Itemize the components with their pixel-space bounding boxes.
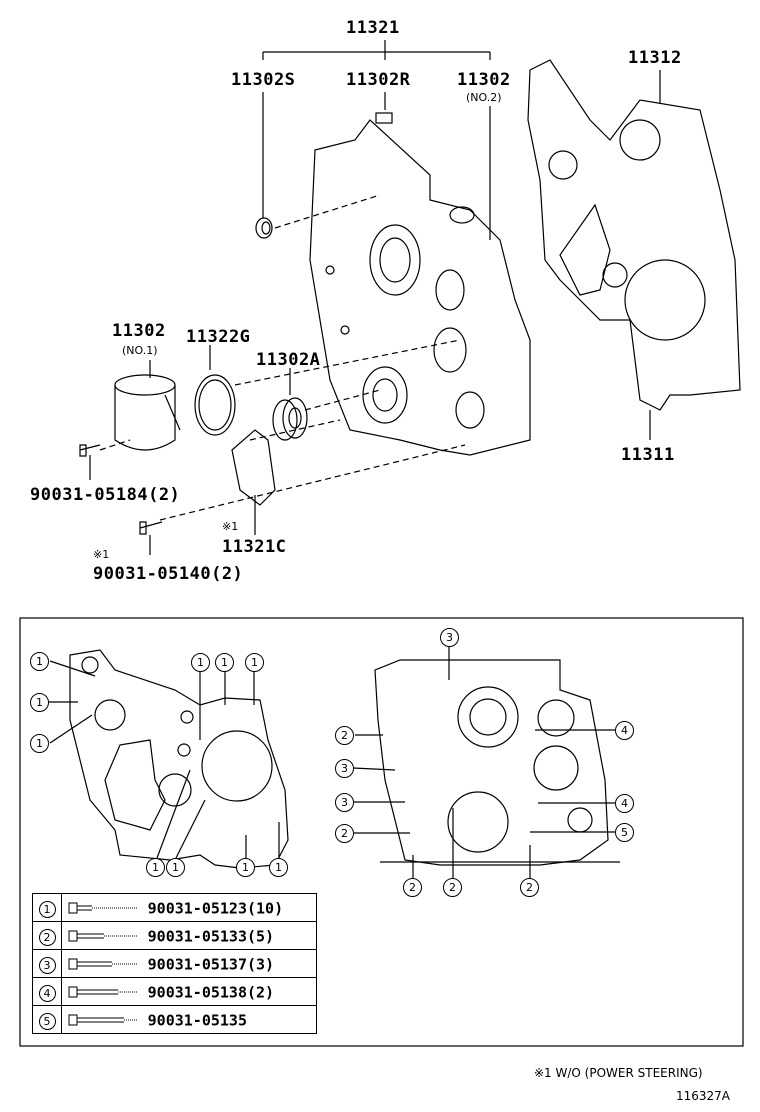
- bolt-icon: [68, 958, 138, 970]
- label-11302a: 11302A: [256, 350, 321, 370]
- callout-1: 1: [30, 693, 49, 712]
- legend-key: 4: [38, 984, 56, 1002]
- oil-seal-drawing: [272, 397, 308, 441]
- gasket-drawing: [527, 59, 741, 411]
- case-no1-drawing: [114, 374, 181, 451]
- label-11302s: 11302S: [231, 70, 296, 90]
- callout-1: 1: [191, 653, 210, 672]
- legend-key: 3: [38, 956, 56, 974]
- label-11302-no2: 11302: [457, 70, 511, 90]
- callout-4: 4: [615, 794, 634, 813]
- bolt-drawings: [79, 444, 163, 535]
- legend-part-number: 90031-05137(3): [147, 955, 275, 974]
- label-11322g: 11322G: [186, 327, 251, 347]
- callout-4: 4: [615, 721, 634, 740]
- callout-1: 1: [245, 653, 264, 672]
- callout-3: 3: [335, 759, 354, 778]
- callout-2: 2: [403, 878, 422, 897]
- callout-1: 1: [269, 858, 288, 877]
- o-ring-drawing: [194, 374, 236, 436]
- callout-1: 1: [215, 653, 234, 672]
- note-mark-bolt: ※1: [93, 548, 110, 561]
- label-bolt-05140: 90031-05140(2): [93, 564, 244, 584]
- label-11312: 11312: [628, 48, 682, 68]
- legend-row: 3 90031-05137(3): [32, 949, 317, 978]
- leader-lines: [89, 70, 661, 555]
- label-11321: 11321: [346, 18, 400, 38]
- callout-2: 2: [443, 878, 462, 897]
- callout-1: 1: [146, 858, 165, 877]
- callout-1: 1: [30, 652, 49, 671]
- label-11311: 11311: [621, 445, 675, 465]
- callout-1: 1: [30, 734, 49, 753]
- callout-2: 2: [335, 824, 354, 843]
- assembly-bracket: [262, 40, 491, 60]
- dashed-lines: [99, 194, 466, 521]
- legend-row: 2 90031-05133(5): [32, 921, 317, 950]
- label-11302-no1: 11302: [112, 321, 166, 341]
- plate-detail-drawing: [69, 649, 289, 869]
- footnote: ※1 W/O (POWER STEERING): [534, 1066, 703, 1080]
- figure-id: 116327A: [676, 1089, 731, 1103]
- bolt-icon: [68, 986, 138, 998]
- legend-part-number: 90031-05133(5): [147, 927, 275, 946]
- label-11302r: 11302R: [346, 70, 411, 90]
- legend-row: 5 90031-05135: [32, 1005, 317, 1034]
- detail-box: [19, 617, 744, 1047]
- callout-1: 1: [166, 858, 185, 877]
- note-mark-cover: ※1: [222, 520, 239, 533]
- bolt-icon: [68, 930, 138, 942]
- legend-row: 1 90031-05123(10): [32, 893, 317, 922]
- callout-5: 5: [615, 823, 634, 842]
- legend-part-number: 90031-05123(10): [147, 899, 284, 918]
- cover-drawing: [231, 429, 276, 506]
- legend-key: 2: [38, 928, 56, 946]
- bolt-icon: [68, 1014, 138, 1026]
- seal-s-drawing: [255, 217, 273, 239]
- label-no2: (NO.2): [466, 91, 502, 104]
- bolt-icon: [68, 902, 138, 914]
- label-bolt-05184: 90031-05184(2): [30, 485, 181, 505]
- label-no1: (NO.1): [122, 344, 158, 357]
- callout-2: 2: [520, 878, 539, 897]
- timing-case-drawing: [309, 112, 531, 456]
- legend-part-number: 90031-05138(2): [147, 983, 275, 1002]
- label-11321c: 11321C: [222, 537, 287, 557]
- legend-key: 5: [38, 1012, 56, 1030]
- legend-key: 1: [38, 900, 56, 918]
- callout-2: 2: [335, 726, 354, 745]
- callout-1: 1: [236, 858, 255, 877]
- legend-row: 4 90031-05138(2): [32, 977, 317, 1006]
- bolt-legend-table: 1 90031-05123(10) 2 90031-05133(5) 3 900…: [32, 893, 317, 1034]
- case-detail-drawing: [374, 659, 620, 866]
- callout-leaders: [48, 645, 615, 878]
- callout-3: 3: [335, 793, 354, 812]
- legend-part-number: 90031-05135: [147, 1011, 247, 1030]
- callout-3: 3: [440, 628, 459, 647]
